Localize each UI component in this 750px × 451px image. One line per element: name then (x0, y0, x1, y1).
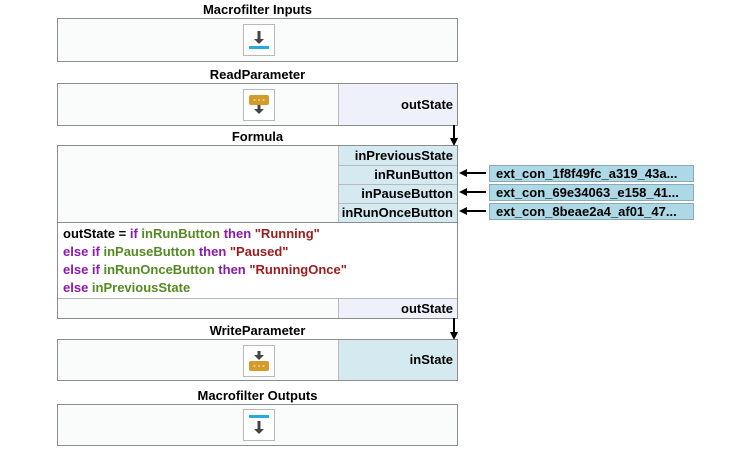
code-token-kw: then (218, 262, 250, 277)
code-token-plain: outState = (63, 226, 130, 241)
read-parameter-output-outState[interactable]: outState (338, 84, 457, 125)
code-line: else inPreviousState (63, 279, 457, 297)
code-token-id: inRunOnceButton (103, 262, 219, 277)
code-token-kw: then (198, 244, 230, 259)
external-connection-1[interactable]: ext_con_1f8f49fc_a319_43a... (489, 165, 694, 182)
read-parameter-node[interactable]: outState (57, 83, 458, 126)
formula-input-inPauseButton[interactable]: inPauseButton (338, 184, 457, 203)
code-token-kw: if (129, 226, 142, 241)
code-line: else if inPauseButton then "Paused" (63, 243, 457, 261)
wire-ext1-to-inRunButton[interactable] (459, 169, 486, 177)
macrofilter-outputs-node[interactable] (57, 404, 458, 446)
code-token-id: inPauseButton (103, 244, 199, 259)
write-parameter-icon (243, 345, 275, 377)
macro-output-icon (243, 409, 275, 441)
write-parameter-title: WriteParameter (209, 323, 306, 338)
code-token-id: inPreviousState (91, 280, 191, 295)
code-token-kw: else (63, 280, 92, 295)
formula-input-inRunOnceButton[interactable]: inRunOnceButton (338, 203, 457, 222)
wire-ext3-to-inRunOnceButton[interactable] (459, 207, 486, 215)
write-parameter-node[interactable]: inState (57, 339, 458, 381)
wire-ext2-to-inPauseButton[interactable] (459, 188, 486, 196)
formula-input-inPreviousState[interactable]: inPreviousState (338, 146, 457, 165)
code-line: else if inRunOnceButton then "RunningOnc… (63, 261, 457, 279)
formula-code-area[interactable]: outState = if inRunButton then "Running"… (58, 222, 457, 299)
formula-title: Formula (231, 129, 284, 144)
formula-node[interactable]: inPreviousState inRunButton inPauseButto… (57, 145, 458, 319)
wire-formula-to-write[interactable] (450, 318, 458, 340)
code-token-str: "RunningOnce" (249, 262, 347, 277)
formula-expression: outState = if inRunButton then "Running"… (58, 225, 457, 297)
macrofilter-inputs-node[interactable] (57, 18, 458, 62)
macrofilter-inputs-title: Macrofilter Inputs (202, 2, 313, 17)
code-token-str: "Paused" (229, 244, 289, 259)
code-token-kw: then (223, 226, 255, 241)
code-token-id: inRunButton (141, 226, 224, 241)
wire-read-to-formula[interactable] (450, 125, 458, 146)
read-parameter-title: ReadParameter (209, 67, 306, 82)
external-connection-3[interactable]: ext_con_8beae2a4_af01_47... (489, 203, 694, 220)
external-connection-2[interactable]: ext_con_69e34063_e158_41... (489, 184, 694, 201)
code-token-str: "Running" (254, 226, 320, 241)
formula-output-outState[interactable]: outState (338, 299, 457, 318)
write-parameter-input-inState[interactable]: inState (338, 340, 457, 380)
code-token-kw: else if (63, 244, 104, 259)
code-token-kw: else if (63, 262, 104, 277)
code-line: outState = if inRunButton then "Running" (63, 225, 457, 243)
formula-input-inRunButton[interactable]: inRunButton (338, 165, 457, 184)
macrofilter-outputs-title: Macrofilter Outputs (197, 388, 318, 403)
macro-input-icon (243, 24, 275, 56)
read-parameter-icon (243, 89, 275, 121)
